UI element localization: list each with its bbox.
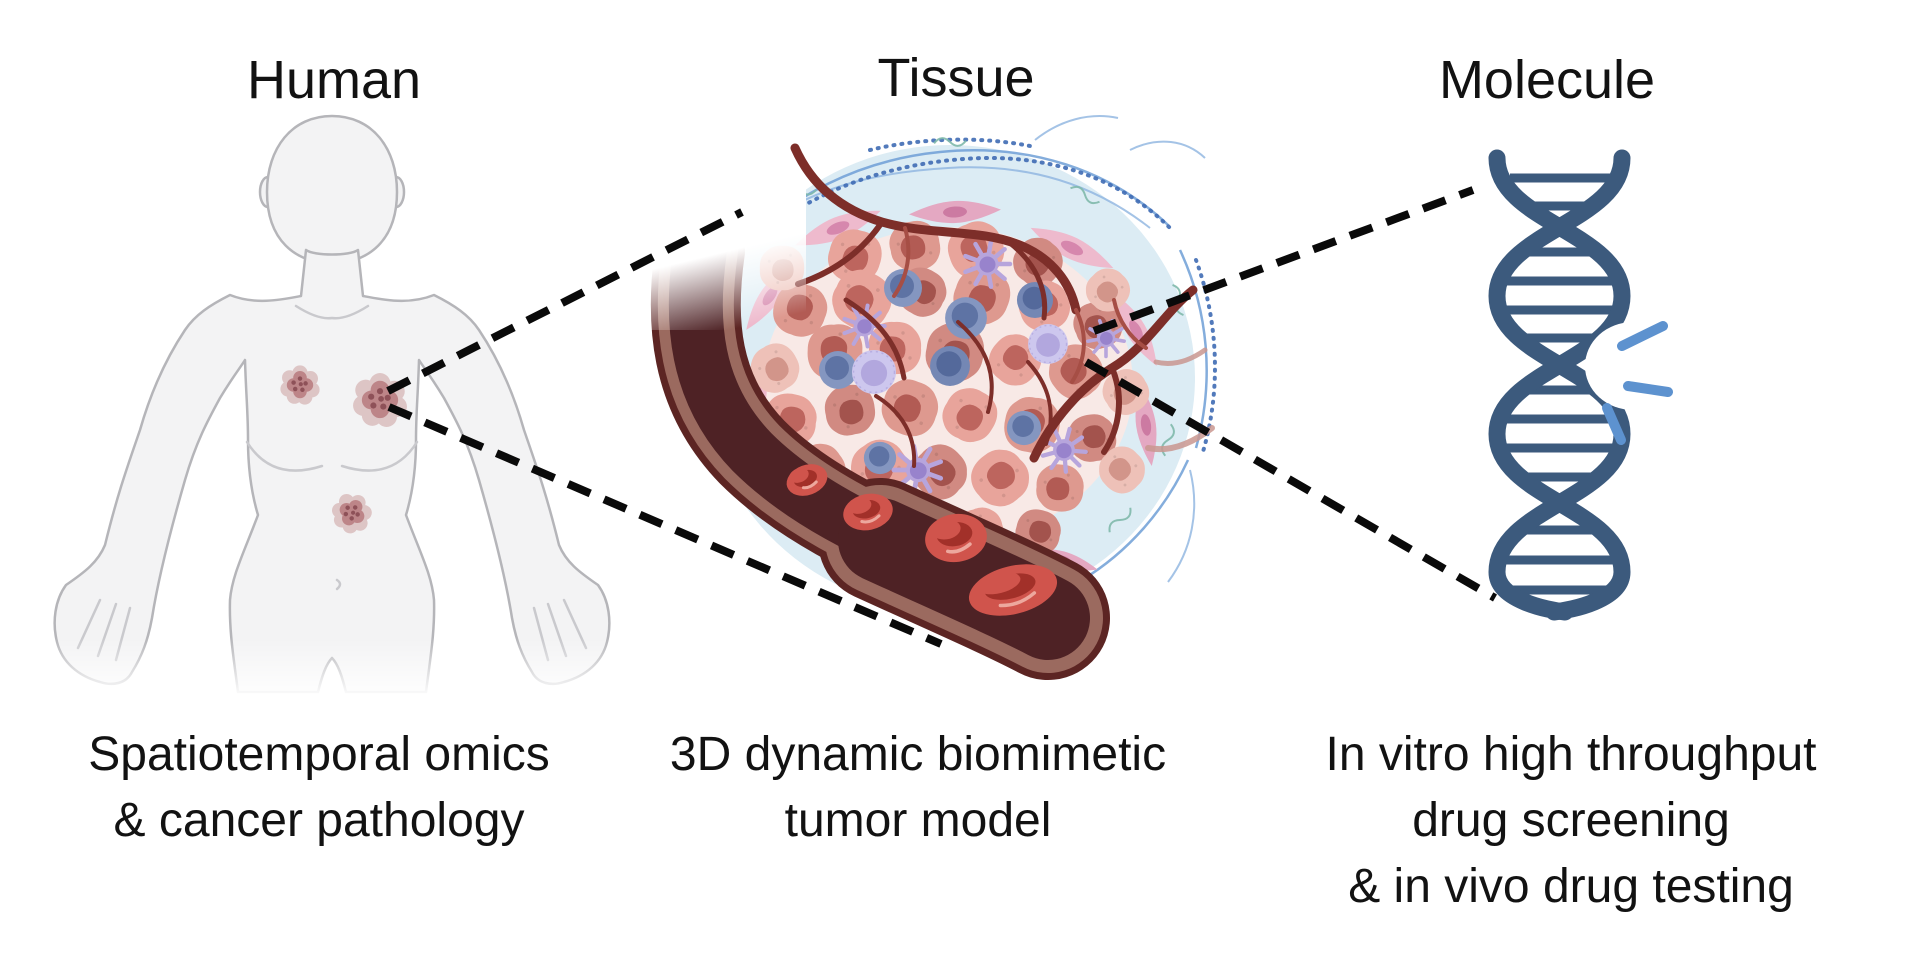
head	[265, 114, 399, 265]
human-silhouette	[50, 114, 615, 702]
zoom-line-tissue-to-molecule-lower	[1084, 358, 1497, 602]
zoom-lines	[386, 186, 1497, 648]
figure-bottom-fade	[50, 638, 615, 702]
red-blood-cell	[786, 464, 828, 496]
human-caption-line1: Spatiotemporal omics	[88, 728, 550, 781]
collarbone-lines	[294, 304, 370, 320]
molecule-panel-title: Molecule	[1438, 50, 1656, 110]
dna-helix	[1488, 149, 1681, 621]
dna-strand-a	[1488, 149, 1631, 621]
molecule-caption-line3: & in vivo drug testing	[1348, 860, 1794, 913]
dna-strand-b	[1488, 149, 1631, 621]
red-blood-cell	[925, 513, 987, 563]
breast-line-left	[245, 440, 324, 472]
tissue-caption-line1: 3D dynamic biomimetic	[669, 728, 1167, 781]
molecule-caption-line1: In vitro high throughput	[1325, 728, 1817, 781]
torso-and-limbs	[53, 248, 611, 694]
zoom-line-human-to-tissue-lower	[387, 403, 943, 648]
red-blood-cell	[968, 564, 1058, 616]
zoom-line-human-to-tissue-upper	[386, 208, 744, 395]
dna-break-burst	[1602, 321, 1673, 445]
breast-line-right	[340, 440, 419, 472]
red-blood-cells	[786, 464, 1058, 616]
tissue-panel-title: Tissue	[877, 48, 1035, 108]
molecule-caption-line2: drug screening	[1412, 794, 1730, 847]
tissue-model	[598, 115, 1217, 680]
zoom-line-tissue-to-molecule-upper	[1092, 186, 1475, 335]
red-blood-cell	[843, 493, 893, 531]
vessel-cut-fade	[598, 182, 806, 330]
navel-line	[335, 578, 342, 591]
tissue-caption-line2: tumor model	[784, 794, 1052, 847]
human-caption-line2: & cancer pathology	[113, 794, 525, 847]
molecule-panel-caption: In vitro high throughput drug screening …	[1291, 722, 1851, 920]
human-panel-title: Human	[246, 50, 422, 110]
human-panel-caption: Spatiotemporal omics & cancer pathology	[39, 722, 599, 854]
tissue-panel-caption: 3D dynamic biomimetic tumor model	[638, 722, 1198, 854]
